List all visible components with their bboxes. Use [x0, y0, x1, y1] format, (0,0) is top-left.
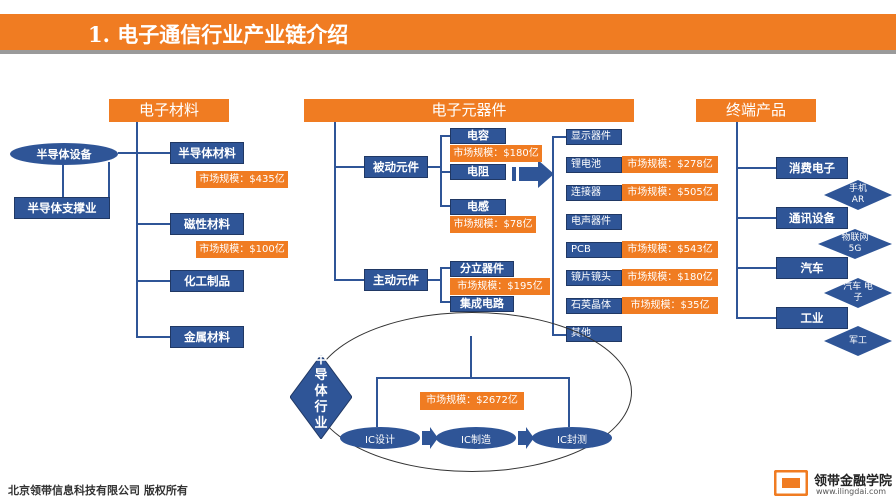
- capacitor-node: 电容: [450, 128, 506, 144]
- ic-node: 集成电路: [450, 296, 514, 312]
- connector-line: [334, 121, 336, 281]
- market-size-badge: 市场规模：$2672亿: [420, 392, 524, 410]
- connector-line: [736, 317, 776, 319]
- market-size-badge: 市场规模：$35亿: [622, 297, 718, 314]
- component-item: 石英晶体: [566, 298, 622, 314]
- component-item: 电声器件: [566, 214, 622, 230]
- active-node: 主动元件: [364, 269, 428, 291]
- connector-line: [334, 166, 364, 168]
- connector-line: [552, 136, 566, 138]
- connector-line: [440, 205, 450, 207]
- connector-line: [736, 121, 738, 318]
- logo-icon: [774, 470, 808, 496]
- connector-line: [62, 163, 64, 199]
- connector-line: [136, 121, 138, 337]
- connector-line: [376, 377, 570, 379]
- arrow-right-icon: [422, 427, 438, 449]
- connector-line: [440, 267, 450, 269]
- semi-support-node: 半导体支撑业: [14, 197, 110, 219]
- market-size-badge: 市场规模：$195亿: [450, 278, 550, 295]
- connector-line: [428, 279, 440, 281]
- footer-copyright: 北京领带信息科技有限公司 版权所有: [8, 484, 188, 497]
- market-size-badge: 市场规模：$543亿: [622, 241, 718, 258]
- component-item: 锂电池: [566, 157, 622, 173]
- consumer-sub-label: 手机 AR: [848, 184, 867, 205]
- discrete-node: 分立器件: [450, 261, 514, 277]
- header-components: 电子元器件: [304, 99, 634, 122]
- connector-line: [136, 280, 170, 282]
- market-size-badge: 市场规模：$435亿: [196, 171, 288, 188]
- market-size-badge: 市场规模：$100亿: [196, 241, 288, 258]
- industry-node: 工业: [776, 307, 848, 329]
- market-size-badge: 市场规模：$505亿: [622, 184, 718, 201]
- logo-url: www.ilingdai.com: [816, 487, 887, 496]
- connector-line: [118, 152, 170, 154]
- industry-sub-label: 军工: [848, 335, 867, 346]
- ic-manufacture-node: IC制造: [436, 427, 516, 449]
- inductor-node: 电感: [450, 199, 506, 215]
- arrow-right-icon: [518, 427, 534, 449]
- connector-line: [440, 135, 450, 137]
- connector-line: [736, 167, 776, 169]
- resistor-node: 电阻: [450, 164, 506, 180]
- telecom-sub-label: 物联网 5G: [841, 233, 869, 254]
- semiconductor-label-shape: [290, 355, 352, 439]
- connector-line: [334, 279, 364, 281]
- telecom-node: 通讯设备: [776, 207, 848, 229]
- consumer-sub-node: 手机 AR: [824, 180, 892, 210]
- connector-line: [136, 223, 170, 225]
- header-terminal: 终端产品: [696, 99, 816, 122]
- market-size-badge: 市场规模：$78亿: [450, 216, 536, 233]
- semi-equipment-node: 半导体设备: [10, 143, 118, 165]
- header-materials: 电子材料: [109, 99, 229, 122]
- industry-sub-node: 军工: [824, 326, 892, 356]
- component-item: 连接器: [566, 185, 622, 201]
- telecom-sub-node: 物联网 5G: [818, 229, 892, 259]
- market-size-badge: 市场规模：$180亿: [622, 269, 718, 286]
- connector-line: [568, 377, 570, 427]
- connector-line: [376, 377, 378, 427]
- metal-node: 金属材料: [170, 326, 244, 348]
- arrow-right-icon: [512, 160, 554, 188]
- title-bar: [0, 14, 896, 54]
- page-title: 1. 电子通信行业产业链介绍: [88, 22, 349, 47]
- passive-node: 被动元件: [364, 156, 428, 178]
- connector-line: [470, 336, 472, 378]
- market-size-badge: 市场规模：$278亿: [622, 156, 718, 173]
- component-item: PCB: [566, 242, 622, 258]
- connector-line: [440, 267, 442, 303]
- connector-line: [428, 166, 440, 168]
- market-size-badge: 市场规模：$180亿: [450, 145, 542, 162]
- chemical-node: 化工制品: [170, 270, 244, 292]
- connector-line: [136, 336, 170, 338]
- magnetic-material-node: 磁性材料: [170, 213, 244, 235]
- connector-line: [440, 301, 450, 303]
- auto-sub-node: 汽车 电子: [824, 278, 892, 308]
- connector-line: [736, 217, 776, 219]
- logo-name: 领带金融学院: [814, 474, 893, 489]
- ic-packaging-node: IC封测: [532, 427, 612, 449]
- component-item: 显示器件: [566, 129, 622, 145]
- semi-material-node: 半导体材料: [170, 142, 244, 164]
- consumer-node: 消费电子: [776, 157, 848, 179]
- auto-node: 汽车: [776, 257, 848, 279]
- semiconductor-label: 半导体行业: [314, 352, 328, 431]
- connector-line: [736, 267, 776, 269]
- connector-line: [108, 162, 110, 199]
- ic-design-node: IC设计: [340, 427, 420, 449]
- connector-line: [552, 136, 554, 336]
- connector-line: [440, 171, 450, 173]
- auto-sub-label: 汽车 电子: [843, 282, 873, 303]
- component-item: 镜片镜头: [566, 270, 622, 286]
